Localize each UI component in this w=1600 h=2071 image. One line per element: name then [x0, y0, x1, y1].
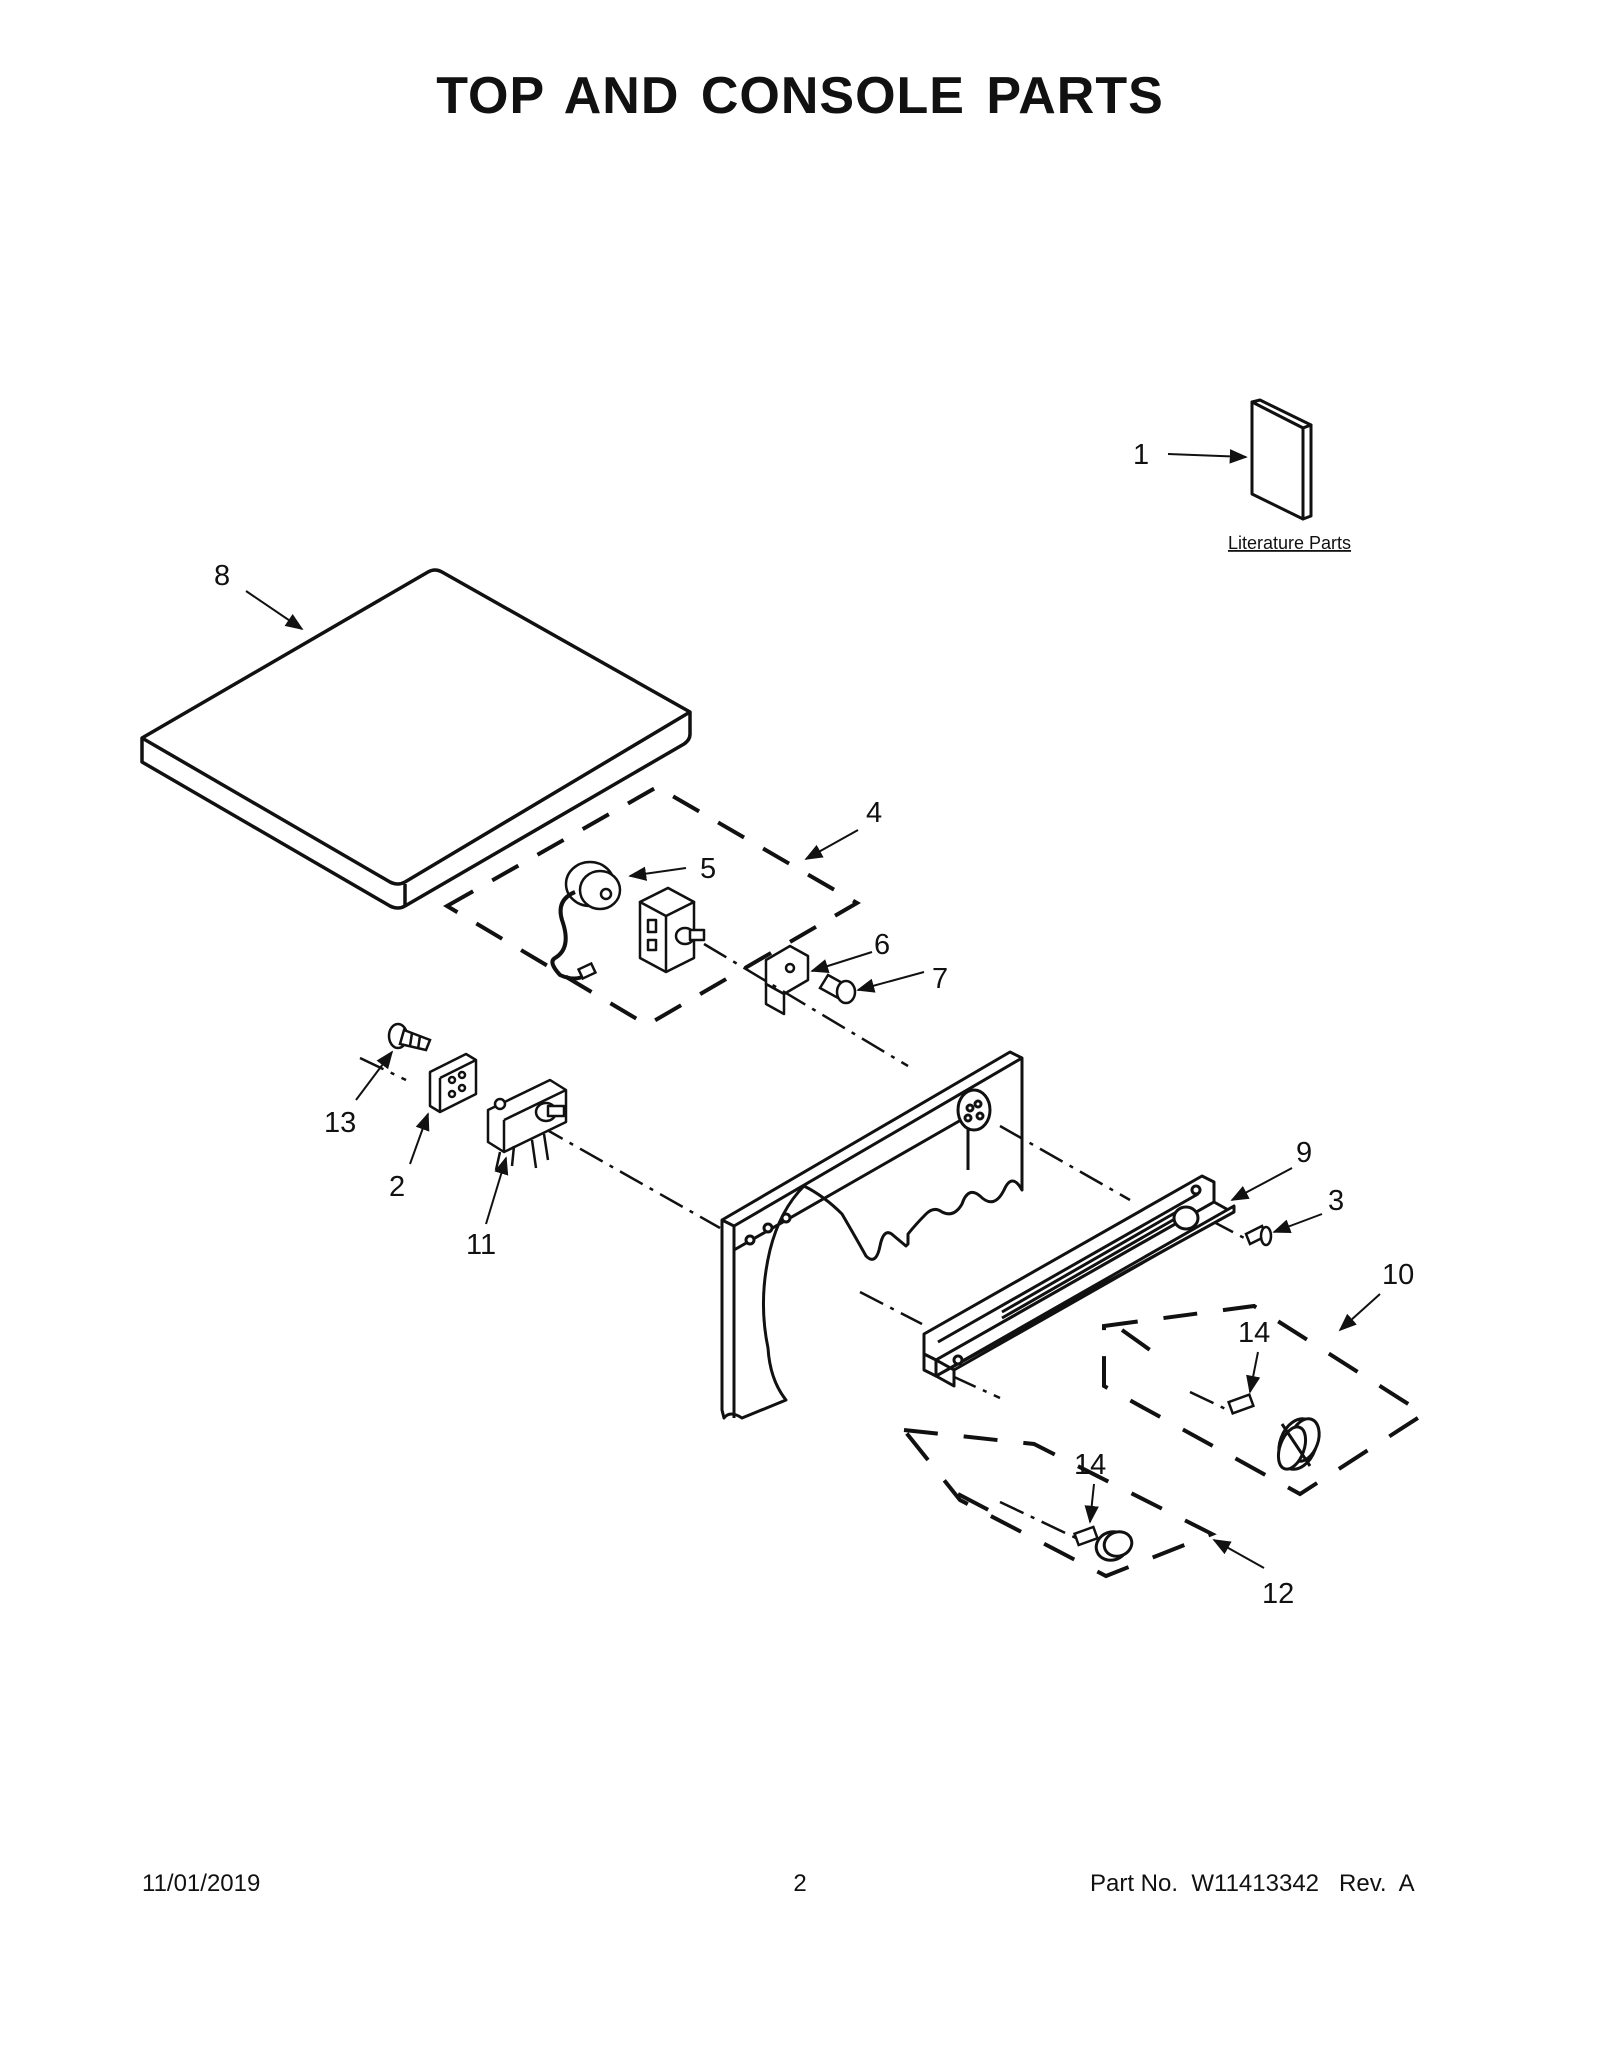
console-trim	[922, 1174, 1236, 1388]
callout-arrow-12	[1212, 1539, 1265, 1569]
callout-arrow-14b	[1084, 1483, 1099, 1524]
timer-knob	[1276, 1417, 1321, 1471]
callout-3: 3	[1328, 1185, 1344, 1217]
screw-3	[1244, 1224, 1273, 1247]
screw-7	[818, 973, 857, 1005]
bracket-plate	[428, 1052, 478, 1114]
callout-arrow-10	[1338, 1293, 1381, 1332]
literature-booklet	[1250, 398, 1313, 521]
callout-5: 5	[700, 853, 716, 885]
footer-page-number: 2	[793, 1870, 807, 1897]
page-title: TOP AND CONSOLE PARTS	[436, 67, 1164, 125]
callout-arrow-3	[1272, 1213, 1323, 1234]
callout-12: 12	[1262, 1578, 1294, 1610]
footer-part-number: Part No. W11413342 Rev. A	[1090, 1870, 1415, 1897]
callout-arrow-13	[355, 1050, 394, 1101]
callout-arrow-6	[810, 951, 873, 973]
top-panel	[140, 568, 692, 910]
callout-arrow-4	[804, 829, 859, 860]
callout-1: 1	[1133, 439, 1149, 471]
callout-10: 10	[1382, 1259, 1414, 1291]
button-insert-lower	[1072, 1525, 1100, 1547]
screw-13	[387, 1022, 432, 1052]
callout-2: 2	[389, 1171, 405, 1203]
callout-arrow-1	[1167, 449, 1248, 464]
group-12-outline	[899, 1427, 1217, 1579]
console-panel	[720, 1050, 1024, 1420]
callout-7: 7	[932, 963, 948, 995]
callout-14a: 14	[1238, 1317, 1270, 1349]
callout-11: 11	[466, 1229, 496, 1261]
group-10-outline	[1102, 1303, 1428, 1497]
callout-8: 8	[214, 560, 230, 592]
push-button	[1094, 1530, 1134, 1562]
callout-arrow-8	[245, 590, 304, 631]
timer-motor	[550, 860, 622, 981]
footer-date: 11/01/2019	[142, 1870, 261, 1897]
callout-4: 4	[866, 797, 882, 829]
knob-insert-upper	[1227, 1392, 1255, 1416]
callout-arrow-9	[1230, 1167, 1293, 1201]
callout-13: 13	[324, 1107, 356, 1139]
callout-arrow-11	[485, 1156, 509, 1225]
literature-parts-label: Literature Parts	[1228, 533, 1351, 553]
assembly-line-knob	[1189, 1390, 1233, 1414]
callout-9: 9	[1296, 1137, 1312, 1169]
callout-arrow-14a	[1246, 1351, 1261, 1394]
callout-14b: 14	[1074, 1449, 1106, 1481]
mounting-clip	[764, 944, 810, 1016]
callout-arrow-2	[409, 1112, 430, 1165]
switch-assembly	[486, 1078, 568, 1171]
assembly-line-button	[999, 1500, 1077, 1540]
callout-arrow-5	[628, 866, 687, 881]
group-4-outline	[443, 784, 861, 1028]
callout-6: 6	[874, 929, 890, 961]
callout-arrow-7	[856, 971, 925, 993]
timer-switch	[638, 886, 706, 974]
